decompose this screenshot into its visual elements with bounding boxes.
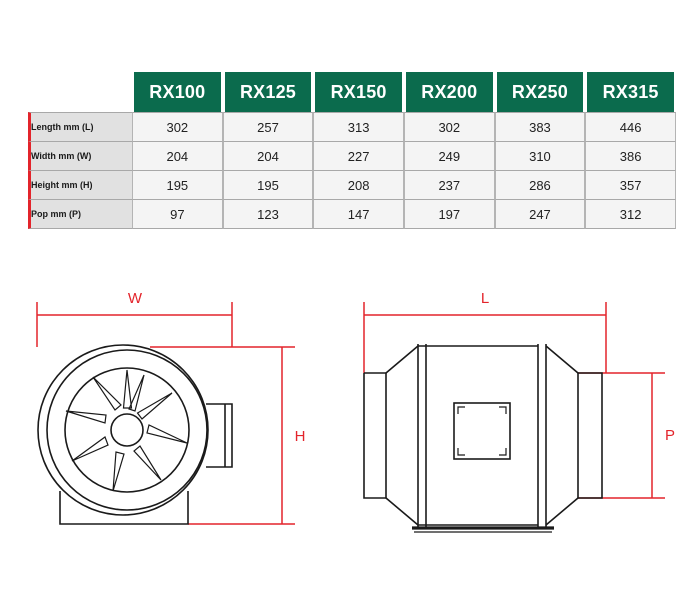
access-panel-corner-bracket	[457, 448, 465, 456]
dimensions-table: RX100 RX125 RX150 RX200 RX250 RX315 Leng…	[28, 72, 676, 229]
cell-length-rx250: 383	[494, 112, 586, 141]
cell-height-rx200: 237	[403, 170, 495, 199]
dimension-pop: P	[578, 372, 675, 499]
cell-length-rx200: 302	[403, 112, 495, 141]
mounting-bracket-right	[537, 344, 547, 527]
column-header-rx150: RX150	[313, 72, 404, 112]
cell-height-rx150: 208	[313, 170, 404, 199]
table-row: Width mm (W) 204 204 227 249 310 386	[28, 141, 676, 170]
duct-spigot-left	[363, 372, 387, 499]
duct-spigot-right	[577, 372, 603, 499]
front-elevation-diagram: W H	[36, 290, 306, 525]
fan-base-foot	[59, 491, 189, 525]
cell-pop-rx200: 197	[403, 199, 495, 229]
fan-housing-outer-ring	[37, 344, 209, 516]
access-panel	[453, 402, 511, 460]
fan-impeller-rim	[64, 367, 190, 493]
table-row: Height mm (H) 195 195 208 237 286 357	[28, 170, 676, 199]
cell-pop-rx250: 247	[494, 199, 586, 229]
fan-blades-group	[65, 369, 188, 492]
cell-length-rx150: 313	[313, 112, 404, 141]
cell-width-rx150: 227	[313, 141, 404, 170]
cell-width-rx315: 386	[585, 141, 676, 170]
fan-blade	[133, 445, 162, 481]
fan-blade	[136, 392, 173, 420]
column-header-rx315: RX315	[585, 72, 676, 112]
fan-blade	[71, 436, 109, 462]
fan-blade	[65, 410, 107, 424]
side-elevation-diagram: L P	[363, 290, 675, 533]
column-header-rx125: RX125	[222, 72, 314, 112]
cell-length-rx125: 257	[222, 112, 314, 141]
access-panel-frame	[453, 402, 511, 460]
row-label-height: Height mm (H)	[28, 170, 132, 199]
table-header: RX100 RX125 RX150 RX200 RX250 RX315	[28, 72, 676, 112]
column-header-rx200: RX200	[403, 72, 495, 112]
body-taper-right	[545, 345, 579, 526]
fan-blade	[146, 424, 188, 444]
table-corner-cell	[28, 72, 132, 112]
cell-pop-rx125: 123	[222, 199, 314, 229]
dimension-label-height: H	[295, 428, 306, 445]
cell-width-rx250: 310	[494, 141, 586, 170]
table-header-row: RX100 RX125 RX150 RX200 RX250 RX315	[28, 72, 676, 112]
row-label-pop: Pop mm (P)	[28, 199, 132, 229]
table-body: Length mm (L) 302 257 313 302 383 446 Wi…	[28, 112, 676, 229]
table-row: Length mm (L) 302 257 313 302 383 446	[28, 112, 676, 141]
cell-height-rx100: 195	[132, 170, 223, 199]
dimension-label-pop: P	[665, 427, 675, 444]
motor-mounting-box	[206, 403, 233, 468]
fan-body-shell	[418, 345, 538, 526]
fan-housing-inner-ring	[46, 349, 208, 511]
fan-blade	[112, 451, 125, 492]
dimension-height: H	[150, 346, 306, 525]
spec-table-container: RX100 RX125 RX150 RX200 RX250 RX315 Leng…	[28, 72, 676, 229]
access-panel-corner-bracket	[499, 406, 507, 414]
mounting-bracket-left	[417, 344, 427, 527]
cell-width-rx125: 204	[222, 141, 314, 170]
fan-blade	[122, 369, 133, 409]
fan-blade	[128, 374, 145, 412]
cell-length-rx315: 446	[585, 112, 676, 141]
cell-width-rx200: 249	[403, 141, 495, 170]
cell-height-rx315: 357	[585, 170, 676, 199]
body-taper-left	[385, 345, 419, 526]
column-header-rx250: RX250	[494, 72, 586, 112]
row-label-length: Length mm (L)	[28, 112, 132, 141]
access-panel-corner-bracket	[457, 406, 465, 414]
fan-blade	[92, 376, 122, 411]
cell-pop-rx100: 97	[132, 199, 223, 229]
row-label-width: Width mm (W)	[28, 141, 132, 170]
cell-width-rx100: 204	[132, 141, 223, 170]
cell-height-rx250: 286	[494, 170, 586, 199]
dimension-length: L	[363, 290, 607, 373]
cell-length-rx100: 302	[132, 112, 223, 141]
dimension-width: W	[36, 290, 233, 347]
cell-height-rx125: 195	[222, 170, 314, 199]
column-header-rx100: RX100	[132, 72, 223, 112]
cell-pop-rx150: 147	[313, 199, 404, 229]
access-panel-corner-bracket	[499, 448, 507, 456]
cell-pop-rx315: 312	[585, 199, 676, 229]
table-row: Pop mm (P) 97 123 147 197 247 312	[28, 199, 676, 229]
fan-hub	[110, 413, 144, 447]
dimension-label-width: W	[128, 290, 143, 307]
dimension-label-length: L	[481, 290, 489, 307]
